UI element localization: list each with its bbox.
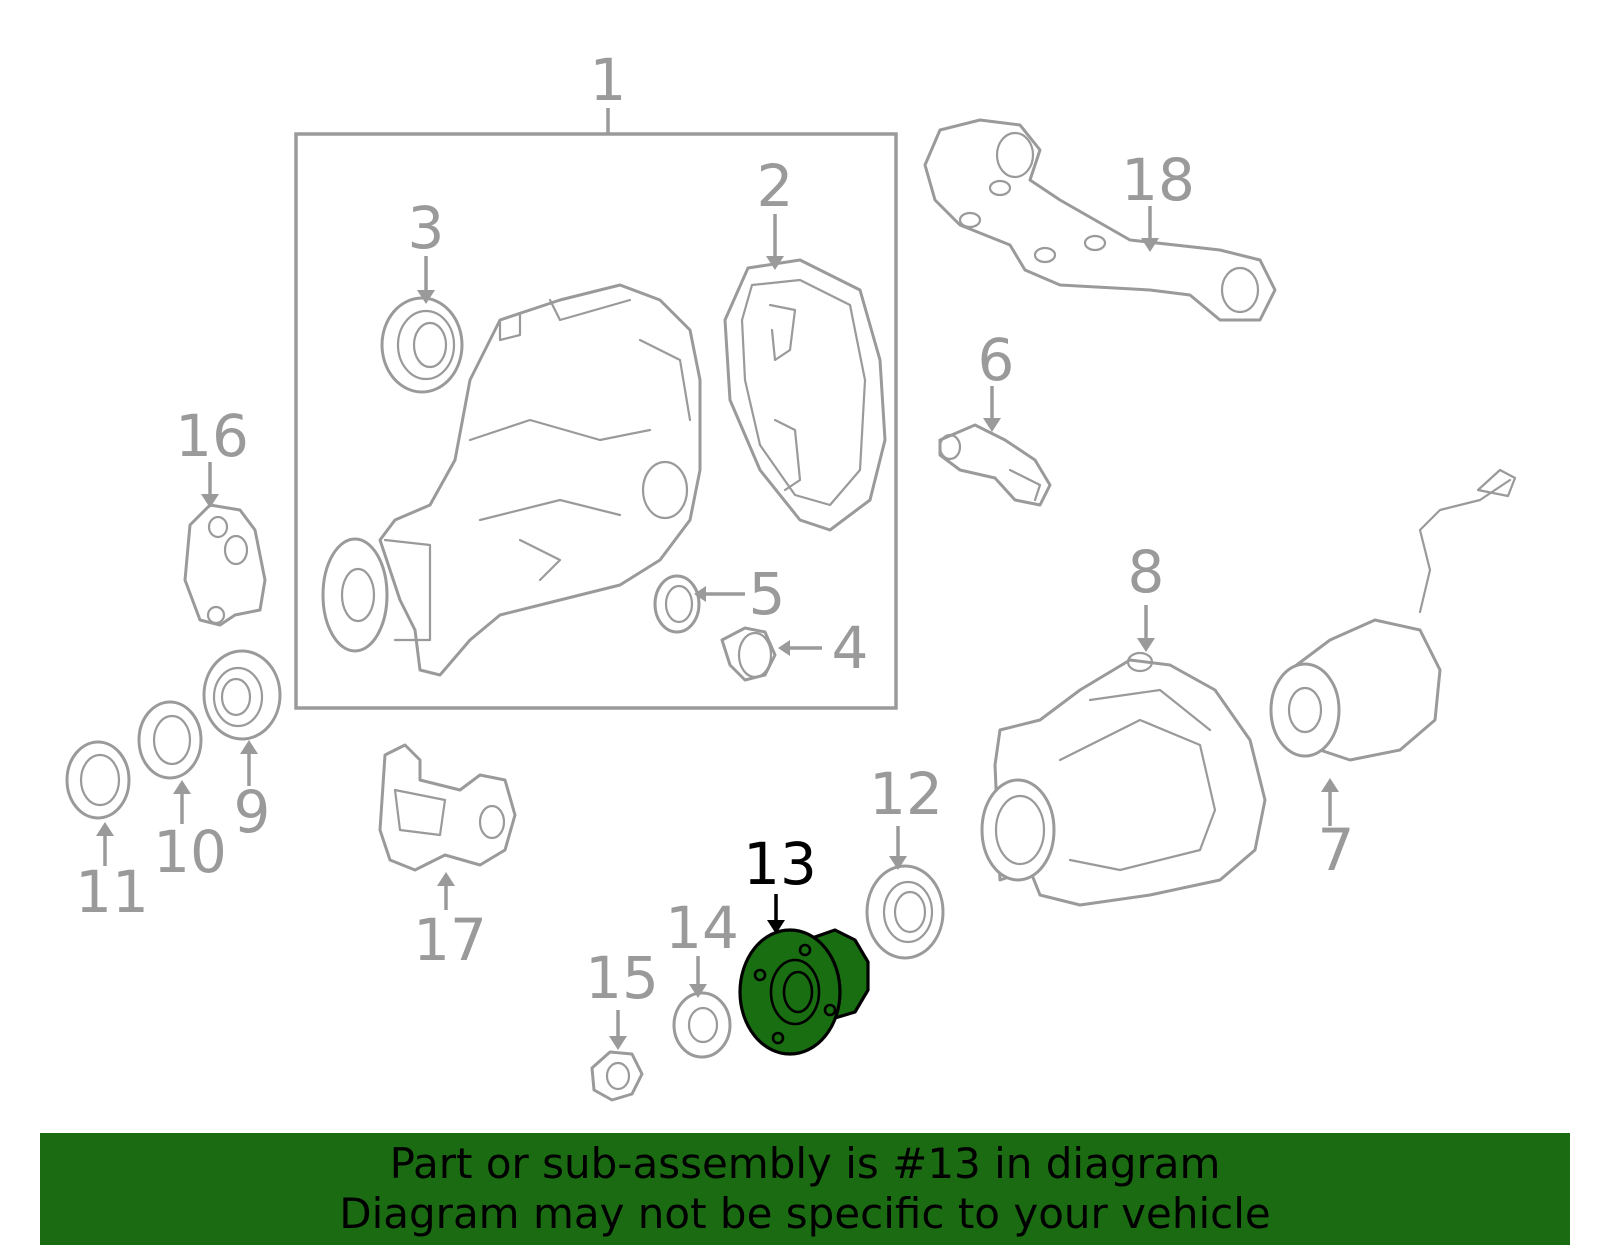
washer-part-10[interactable]: [137, 700, 203, 780]
callout-13[interactable]: 13: [743, 830, 817, 898]
plug-part-4[interactable]: [720, 626, 777, 682]
callout-10[interactable]: 10: [153, 818, 227, 886]
flange-part-13-highlighted[interactable]: [738, 928, 870, 1056]
callout-15[interactable]: 15: [585, 944, 659, 1012]
mount-bracket-part-18[interactable]: [923, 118, 1277, 322]
callout-1[interactable]: 1: [590, 46, 627, 114]
actuator-part-7[interactable]: [1269, 468, 1517, 762]
callout-18[interactable]: 18: [1121, 146, 1195, 214]
washer-part-14[interactable]: [672, 991, 732, 1059]
housing-part-8[interactable]: [980, 651, 1267, 907]
nut-part-15[interactable]: [590, 1050, 644, 1102]
callout-4[interactable]: 4: [832, 614, 869, 682]
callout-9[interactable]: 9: [234, 778, 271, 846]
callout-7[interactable]: 7: [1318, 816, 1355, 884]
callout-12[interactable]: 12: [869, 760, 943, 828]
callout-14[interactable]: 14: [665, 894, 739, 962]
info-banner: Part or sub-assembly is #13 in diagram D…: [40, 1133, 1570, 1245]
callout-8[interactable]: 8: [1128, 538, 1165, 606]
callout-16[interactable]: 16: [175, 402, 249, 470]
differential-housing[interactable]: [321, 283, 702, 677]
bracket-part-16[interactable]: [183, 503, 267, 627]
callout-6[interactable]: 6: [978, 326, 1015, 394]
callout-2[interactable]: 2: [757, 152, 794, 220]
washer-part-5[interactable]: [653, 574, 701, 634]
callout-3[interactable]: 3: [408, 194, 445, 262]
bracket-part-17[interactable]: [378, 743, 517, 872]
seal-part-3[interactable]: [380, 296, 464, 394]
washer-part-11[interactable]: [65, 740, 131, 820]
banner-line-1: Part or sub-assembly is #13 in diagram: [389, 1139, 1221, 1188]
bearing-part-9[interactable]: [202, 649, 282, 741]
callout-17[interactable]: 17: [413, 906, 487, 974]
seal-part-12[interactable]: [865, 864, 945, 960]
callout-11[interactable]: 11: [75, 858, 149, 926]
callout-5[interactable]: 5: [749, 560, 786, 628]
differential-cover[interactable]: [723, 258, 887, 532]
sensor-part-6[interactable]: [938, 423, 1052, 507]
banner-line-2: Diagram may not be specific to your vehi…: [339, 1189, 1271, 1238]
assembly-box: [294, 132, 898, 710]
